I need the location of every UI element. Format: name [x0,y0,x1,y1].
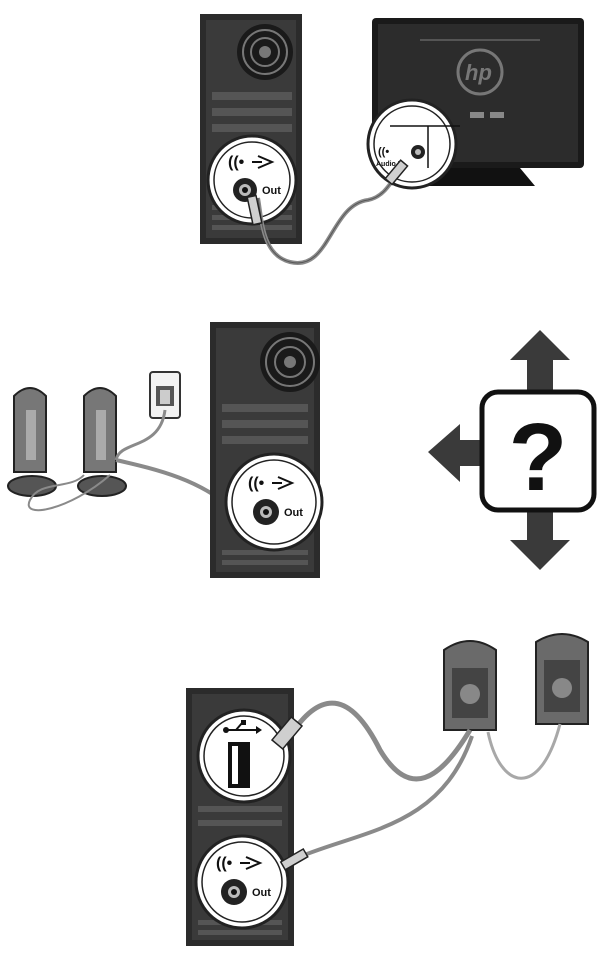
speaker-connection-diagram: ((• Out ? [7,322,597,578]
usb-cable [287,700,473,782]
panel-speakers-audio: ((• Out ? [0,300,601,600]
speaker-right [77,387,127,497]
speaker-link-cable [27,474,111,512]
audio-out-icon: ((• [216,855,263,872]
usb-port-callout [196,708,292,804]
svg-text:((•: ((• [378,146,389,158]
audio-out-icon: ((• [248,475,295,492]
usb-speaker-connection-diagram: ((• Out [186,633,589,946]
audio-plug [246,194,263,226]
panel-usb-speakers: ((• Out [0,610,601,953]
usb-speaker-left [443,640,497,731]
audio-out-callout: ((• Out [206,134,298,226]
audio-cable [246,159,409,265]
audio-out-callout: ((• Out [224,452,324,552]
speaker-left [7,387,57,497]
out-label: Out [252,887,271,899]
question-box [479,389,597,513]
out-label: Out [262,185,281,197]
usb-plug [270,715,304,751]
question-callout: ? [428,330,597,570]
audio-in-callout: ((• Audio In [366,98,460,190]
out-label: Out [284,507,303,519]
usb-port [228,742,250,788]
audio-out-callout: ((• Out [194,834,290,930]
audio-in-icon: ((• [378,146,389,158]
power-outlet [149,371,181,419]
power-cable [114,409,167,461]
usb-speaker-right [535,633,589,725]
monitor-connection-diagram: ((• Out hp ((• Audio In [200,14,584,265]
svg-text:((•: ((• [248,475,265,492]
arrow-left-icon [428,424,492,482]
audio-plug [384,159,409,186]
panel-monitor-audio: ((• Out hp ((• Audio In [0,0,601,290]
audio-cable [291,735,474,862]
speaker-link-cable [486,723,562,780]
arrow-down-icon [510,506,570,570]
audio-out-icon: ((• [228,154,275,171]
audio-in-label: Audio In [376,161,404,168]
svg-text:hp: hp [465,60,492,85]
hp-logo [456,48,504,96]
svg-text:((•: ((• [216,855,233,872]
usb-icon [223,720,262,734]
audio-plug [279,848,309,871]
svg-text:((•: ((• [228,154,245,171]
question-mark: ? [509,404,568,511]
arrow-up-icon [510,330,570,396]
